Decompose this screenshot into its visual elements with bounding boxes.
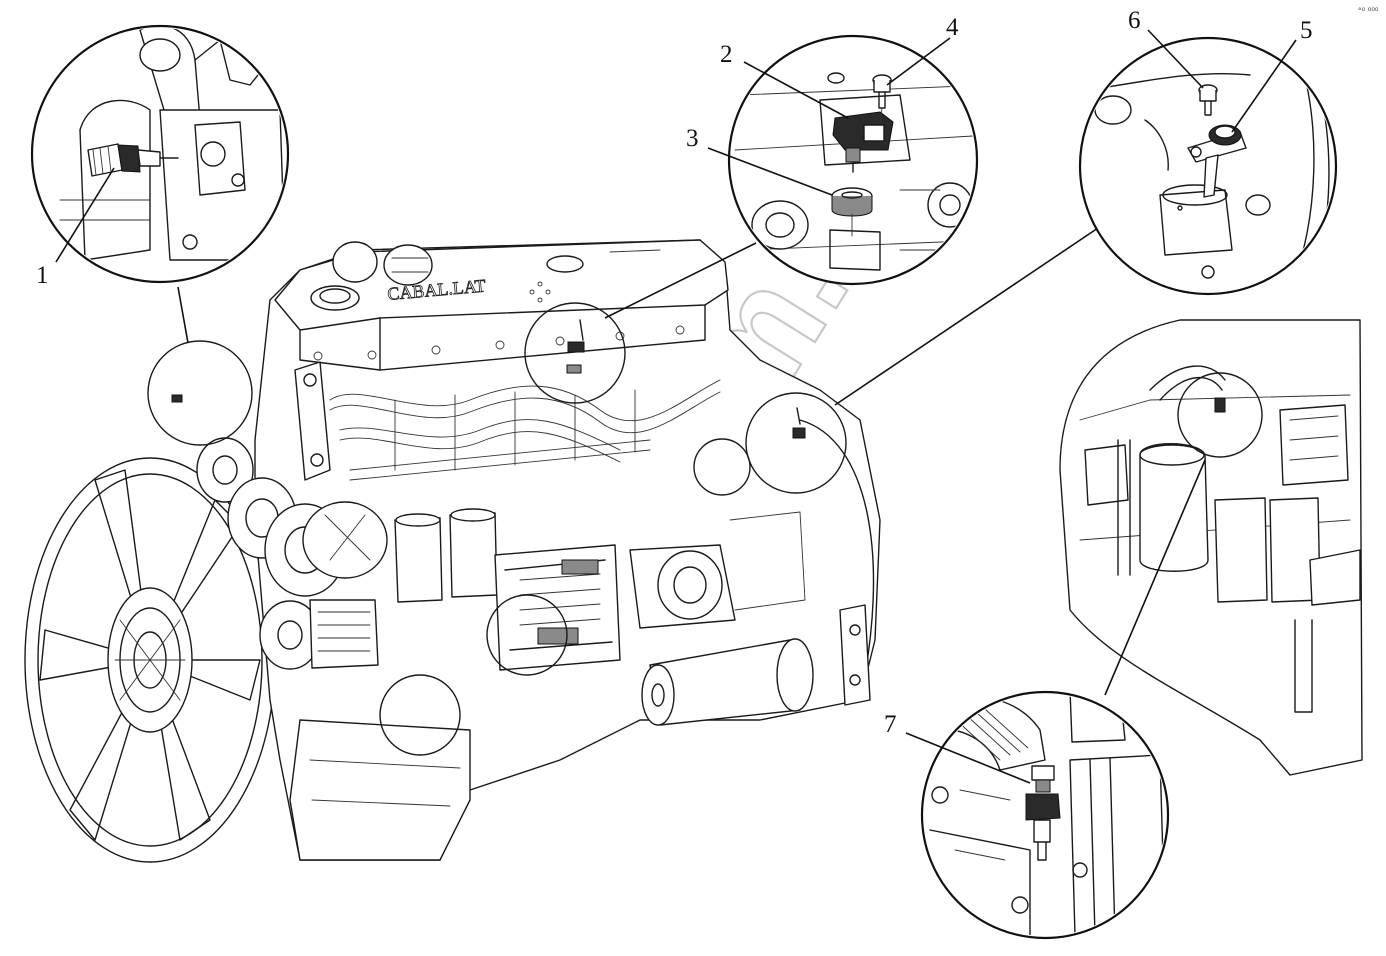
ecu-module	[494, 544, 621, 671]
callout-number-2: 2	[720, 41, 733, 68]
front-bracket	[294, 361, 331, 481]
fuel-pump	[629, 511, 806, 629]
callout-detail-1	[30, 24, 290, 284]
filter-side-view	[1059, 319, 1363, 776]
location-circle-pump	[693, 438, 751, 496]
front-accessories	[196, 437, 388, 670]
callout-number-4: 4	[946, 14, 959, 41]
callout-detail-7	[920, 690, 1170, 940]
sensor-location-marks	[147, 302, 847, 756]
callout-number-7: 7	[884, 711, 897, 738]
callout-detail-2-3-4	[727, 34, 979, 286]
cooling-fan	[24, 457, 276, 863]
callout-number-1: 1	[36, 262, 49, 289]
starter-motor	[641, 638, 814, 726]
corner-mark: °⁰ ⁰⁰⁰	[1358, 6, 1379, 16]
flywheel-housing	[799, 419, 875, 706]
location-circle-7	[1177, 372, 1263, 458]
fuel-lines	[329, 379, 721, 481]
callout-number-5: 5	[1300, 17, 1313, 44]
callout-connectors	[177, 227, 1206, 696]
engine-main-view: CABAL.LAT	[24, 239, 881, 863]
callout-labels: 1 2 3 4 5 6 7	[36, 7, 1313, 738]
callout-detail-5-6	[1078, 36, 1338, 296]
location-circle-2-3-4	[524, 302, 626, 404]
valve-cover: CABAL.LAT	[274, 239, 729, 371]
number-leaders	[55, 29, 1297, 784]
callout-number-6: 6	[1128, 7, 1141, 34]
location-circle-1	[147, 340, 253, 446]
callout-number-3: 3	[686, 125, 699, 152]
location-circle-ecu	[486, 594, 568, 676]
oil-pan	[289, 719, 471, 861]
location-circle-lower	[379, 674, 461, 756]
location-circle-5-6	[745, 392, 847, 494]
oil-filters	[394, 508, 498, 603]
